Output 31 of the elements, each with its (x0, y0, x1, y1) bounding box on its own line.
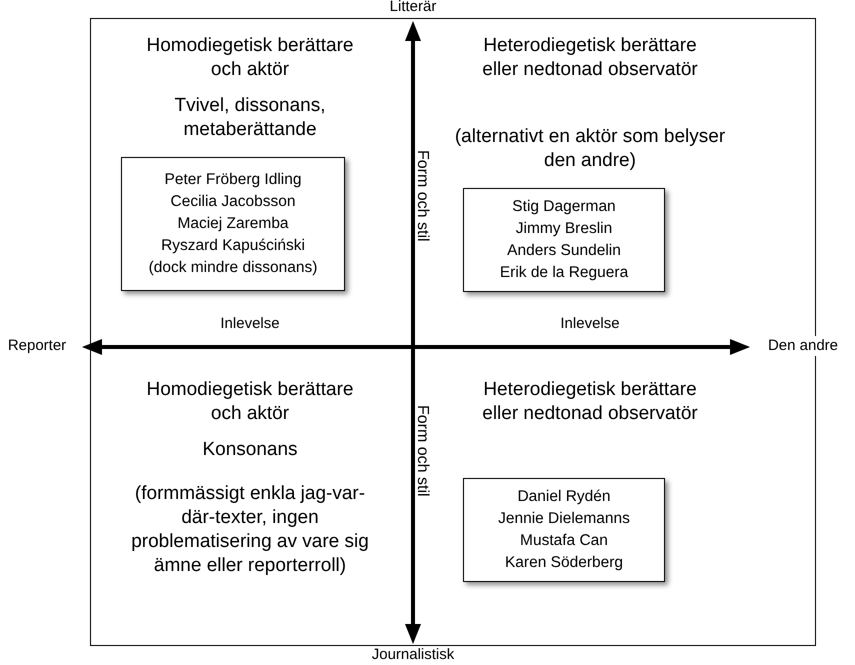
author-name: Jennie Dielemanns (498, 509, 630, 529)
quadrant-label: Heterodiegetisk berättare eller nedtonad observatör (481, 34, 699, 82)
author-name: Erik de la Reguera (500, 263, 628, 283)
quadrant-label: Tvivel, dissonans, metaberättande (173, 94, 326, 142)
author-name: Daniel Rydén (517, 487, 611, 507)
author-name: Karen Söderberg (504, 553, 624, 573)
quadrant-label: Inlevelse (559, 314, 621, 334)
author-name: Cecilia Jacobsson (170, 192, 296, 212)
quadrant-label: Inlevelse (219, 314, 281, 334)
axis-label: Form och stil (413, 150, 431, 242)
quadrant-label: Reporter (6, 336, 68, 356)
author-name: Stig Dagerman (512, 197, 616, 217)
author-name: Ryszard Kapuściński (161, 236, 305, 256)
quadrant-label: Homodiegetisk berättare och aktör (146, 378, 354, 426)
quadrant-label: (formmässigt enkla jag-var-där-texter, ingen problematisering av vare sig ämne eller reporterroll) (130, 482, 370, 578)
author-name: Anders Sundelin (507, 241, 621, 261)
author-name: Maciej Zaremba (177, 214, 289, 234)
author-name: Mustafa Can (520, 531, 608, 551)
quadrant-label: Journalistisk (370, 646, 456, 664)
author-name: Jimmy Breslin (516, 219, 612, 239)
quadrant-label: Konsonans (201, 438, 299, 462)
name-list-box (463, 478, 665, 582)
quadrant-label: Heterodiegetisk berättare eller nedtonad observatör (481, 378, 699, 426)
name-list-box (463, 188, 665, 292)
author-name: (dock mindre dissonans) (148, 258, 318, 278)
quadrant-label: Litterär (388, 0, 438, 16)
quadrant-label: (alternativt en aktör som belyser den andre) (454, 125, 726, 173)
author-name: Peter Fröberg Idling (164, 170, 302, 190)
name-list-box (121, 157, 345, 291)
quadrant-label: Homodiegetisk berättare och aktör (146, 34, 354, 82)
axis-label: Form och stil (413, 405, 431, 497)
